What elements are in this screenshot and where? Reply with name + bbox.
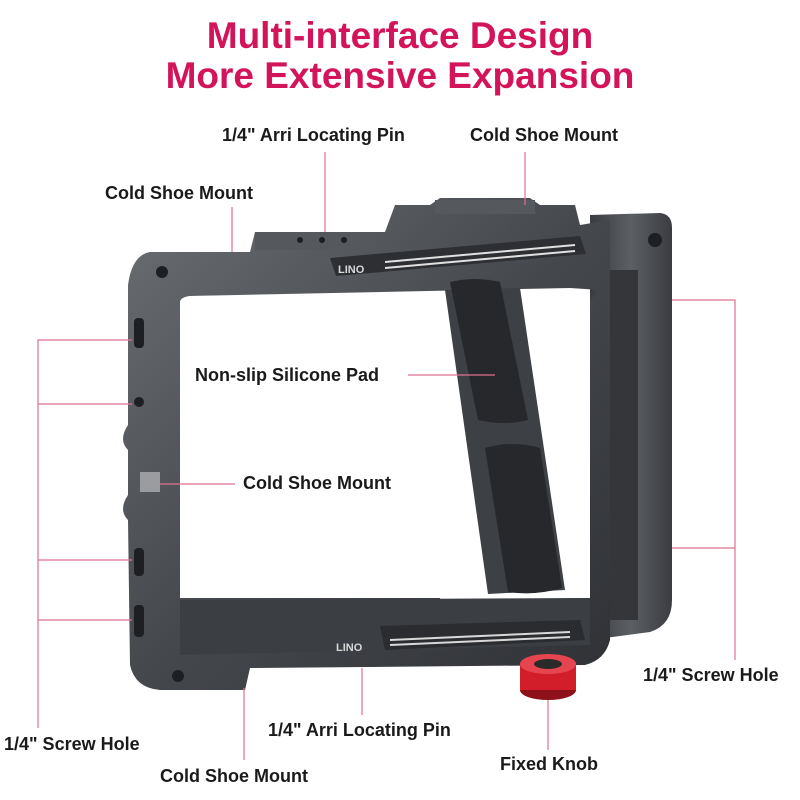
label-cold-shoe-top-left: Cold Shoe Mount [105, 183, 253, 203]
label-screw-hole-right: 1/4" Screw Hole [643, 665, 779, 685]
left-side-slots [134, 266, 184, 682]
screw-hole-top-1 [297, 237, 303, 243]
cage-window-lower [180, 560, 480, 598]
cage-window-right [520, 296, 575, 560]
cage-window [180, 294, 470, 560]
label-cold-shoe-top-right: Cold Shoe Mount [470, 125, 618, 145]
label-cold-shoe-bottom: Cold Shoe Mount [160, 766, 308, 786]
label-silicone-pad: Non-slip Silicone Pad [195, 365, 380, 385]
label-arri-pin-top: 1/4" Arri Locating Pin [222, 125, 405, 145]
silicone-pad-lower [485, 444, 562, 594]
bottom-logo: LINO [336, 642, 363, 654]
label-fixed-knob: Fixed Knob [500, 754, 598, 774]
label-screw-hole-left: 1/4" Screw Hole [4, 734, 140, 754]
silicone-pad-upper [450, 279, 528, 423]
label-arri-pin-bottom: 1/4" Arri Locating Pin [268, 720, 451, 740]
headline-line-1: Multi-interface Design [206, 15, 594, 56]
top-stripes [384, 244, 576, 269]
label-cold-shoe-side: Cold Shoe Mount [243, 473, 391, 493]
right-corner-hole [648, 233, 662, 247]
headline-line-2: More Extensive Expansion [165, 55, 635, 96]
cold-shoe-left [140, 472, 160, 492]
top-logo: LINO [338, 264, 365, 276]
fixed-knob [520, 654, 576, 700]
cold-shoe-top-right [435, 200, 535, 214]
cold-shoe-top-left [255, 232, 375, 250]
leader-lines [37, 152, 736, 760]
arri-pin-hole-top [319, 237, 325, 243]
bottom-stripes [389, 631, 571, 646]
screw-hole-top-2 [341, 237, 347, 243]
